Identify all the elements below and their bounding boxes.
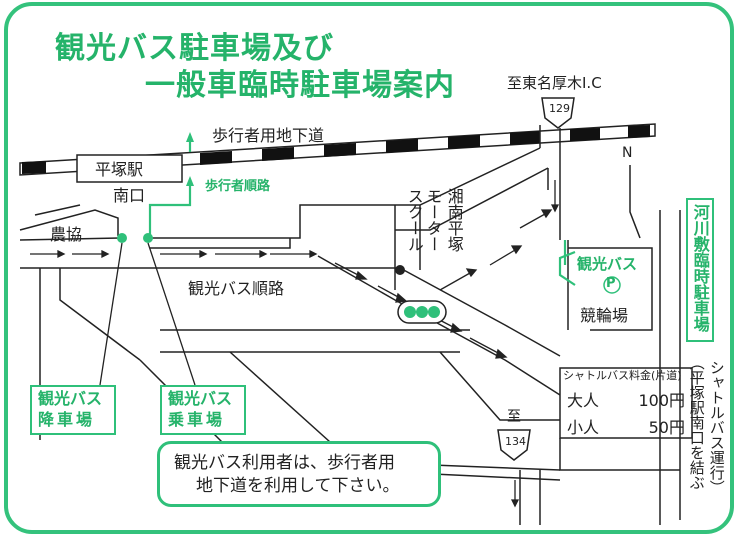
road-network [19, 125, 693, 525]
label-underpass: 歩行者用地下道 [212, 126, 325, 145]
pedestrian-arrows [186, 132, 194, 186]
dropoff-marker [117, 233, 127, 243]
school-name-col3: スクール [404, 188, 424, 252]
north-arrow [629, 165, 641, 239]
fare-row-adult: 大人 100円 [563, 387, 689, 411]
school-marker [395, 265, 405, 275]
dropoff-line1: 観光バス [38, 389, 103, 408]
fare-row-child: 小人 50円 [563, 414, 689, 438]
school-name-col1: 湘南平塚 [444, 188, 464, 252]
station-name: 平塚駅 [95, 160, 144, 179]
dropoff-box: 観光バス 降車場 [30, 385, 116, 435]
route-129-number: 129 [549, 102, 570, 115]
riverbed-parking-label: 河川敷臨時駐車場 [690, 204, 710, 332]
fare-child-price: 50円 [648, 418, 685, 437]
route-129-shield [541, 97, 575, 129]
station-building [76, 154, 183, 183]
label-to-tomei: 至東名厚木I.C [507, 74, 602, 92]
fare-adult-label: 大人 [567, 391, 600, 410]
label-to: 至 [507, 409, 521, 425]
racecourse-label: 競輪場 [580, 306, 629, 325]
traffic-arrows [30, 180, 560, 508]
notice-box: 観光バス利用者は、歩行者用 地下道を利用して下さい。 [157, 441, 441, 507]
parking-p-label: P [606, 276, 616, 291]
school-name-col2: モーター [423, 188, 443, 252]
route-134-number: 134 [505, 435, 526, 448]
map-title-line2: 一般車臨時駐車場案内 [145, 68, 455, 103]
pedestrian-route-label: 歩行者順路 [205, 179, 271, 194]
dropoff-line2: 降車場 [38, 410, 96, 429]
route-134-shield [497, 429, 531, 461]
parking-circle [603, 276, 621, 294]
nokyo-label: 農協 [50, 225, 83, 244]
shuttle-fare-box: シャトルバス料金(片道) 大人 100円 小人 50円 [563, 370, 689, 438]
bus-parking-label: 観光バス [577, 255, 638, 273]
notice-line2: 地下道を利用して下さい。 [196, 476, 400, 496]
map-title-line1: 観光バス駐車場及び [55, 31, 334, 66]
notice-line1: 観光バス利用者は、歩行者用 [174, 453, 395, 473]
bus-route-label: 観光バス順路 [188, 279, 285, 298]
shuttle-note-col1: （平塚駅南口を結ぶ [687, 355, 706, 490]
boarding-line2: 乗車場 [168, 410, 226, 429]
shuttle-note-col2: シャトルバス運行） [707, 360, 726, 495]
fare-adult-price: 100円 [638, 391, 685, 410]
riverbed-parking-box: 河川敷臨時駐車場 [686, 198, 714, 342]
boarding-box: 観光バス 乗車場 [160, 385, 246, 435]
fare-title: シャトルバス料金(片道) [563, 369, 682, 382]
fare-child-label: 小人 [567, 418, 600, 437]
north-label: N [622, 145, 633, 161]
south-exit-label: 南口 [113, 186, 146, 205]
boarding-line1: 観光バス [168, 389, 233, 408]
boarding-marker [143, 233, 153, 243]
